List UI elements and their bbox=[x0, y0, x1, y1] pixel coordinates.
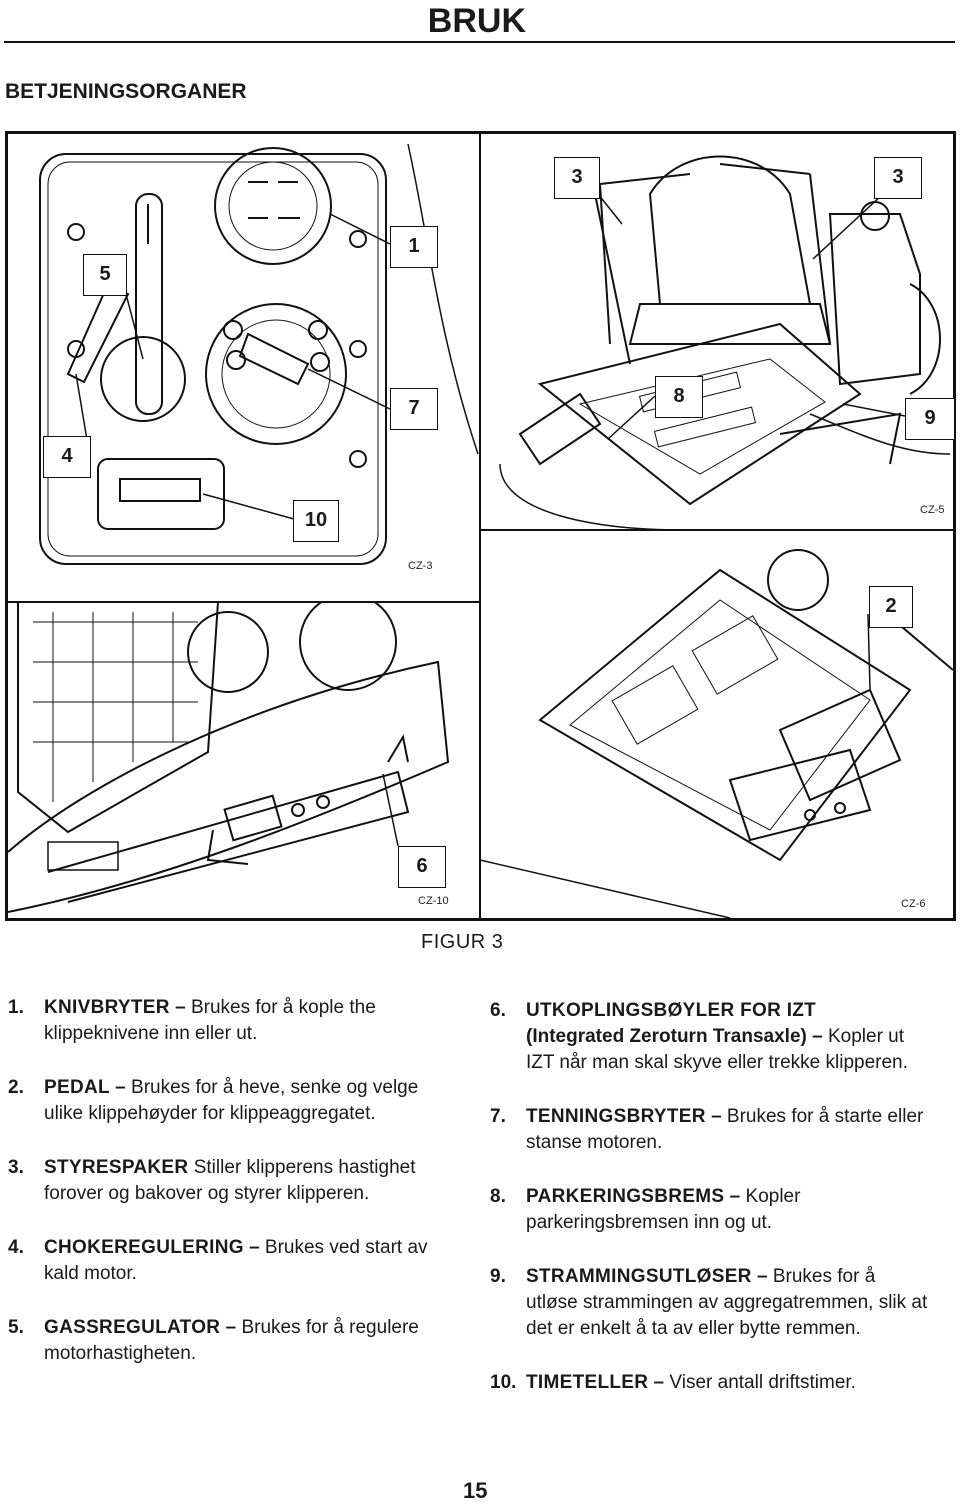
legend-item-number: 10. bbox=[490, 1372, 517, 1393]
legend-item-number: 1. bbox=[8, 997, 24, 1018]
legend-item-number: 9. bbox=[490, 1266, 506, 1287]
callout-leader-lines bbox=[75, 193, 906, 847]
legend-item-desc: Brukes for å regulere motorhastigheten. bbox=[44, 1317, 419, 1364]
header-rule bbox=[4, 41, 955, 43]
legend-item-number: 2. bbox=[8, 1077, 24, 1098]
legend-item-subterm: (Integrated Zeroturn Transaxle) bbox=[526, 1026, 807, 1047]
legend-item-desc: Brukes for å starte eller stanse motoren… bbox=[526, 1106, 924, 1153]
callout-2: 2 bbox=[869, 586, 913, 628]
legend-item-desc: Brukes for å kople the klippeknivene inn… bbox=[44, 997, 376, 1044]
callout-9: 9 bbox=[905, 398, 955, 440]
legend-item-4: 4. CHOKEREGULERING – Brukes ved start av… bbox=[8, 1235, 448, 1287]
panel-code-cz3: CZ-3 bbox=[408, 560, 433, 572]
legend-item-dash: – bbox=[648, 1372, 670, 1393]
legend-column-right: 6. UTKOPLINGSBØYLER FOR IZT (Integrated Z… bbox=[490, 998, 930, 1424]
legend-item-term: CHOKEREGULERING bbox=[44, 1237, 244, 1258]
legend-item-3: 3. STYRESPAKER Stiller klipperens hastig… bbox=[8, 1155, 448, 1207]
legend-item-dash: – bbox=[751, 1266, 773, 1287]
legend-item-number: 3. bbox=[8, 1157, 24, 1178]
legend-item-1: 1. KNIVBRYTER – Brukes for å kople the k… bbox=[8, 995, 448, 1047]
legend-item-8: 8. PARKERINGSBREMS – Kopler parkeringsbr… bbox=[490, 1184, 930, 1236]
legend-item-dash: – bbox=[705, 1106, 727, 1127]
izt-release-illustration bbox=[8, 602, 450, 913]
callout-4: 4 bbox=[43, 436, 91, 478]
legend-item-term: PEDAL bbox=[44, 1077, 110, 1098]
callout-3-left: 3 bbox=[554, 157, 600, 199]
legend-column-left: 1. KNIVBRYTER – Brukes for å kople the k… bbox=[8, 995, 448, 1395]
panel-code-cz10: CZ-10 bbox=[418, 895, 449, 907]
legend-item-number: 4. bbox=[8, 1237, 24, 1258]
callout-7: 7 bbox=[390, 388, 438, 430]
legend-item-number: 6. bbox=[490, 1000, 506, 1021]
legend-item-desc: Brukes for å utløse strammingen av aggre… bbox=[526, 1266, 928, 1339]
legend-item-desc: Viser antall driftstimer. bbox=[669, 1372, 856, 1393]
legend-item-term: UTKOPLINGSBØYLER FOR IZT bbox=[526, 1000, 817, 1021]
legend-item-desc: Stiller klipperens hastighet forover og … bbox=[44, 1157, 416, 1204]
legend-item-term: GASSREGULATOR bbox=[44, 1317, 221, 1338]
legend-item-term: STRAMMINGSUTLØSER bbox=[526, 1266, 752, 1287]
page-number: 15 bbox=[463, 1478, 488, 1503]
legend-item-term: STYRESPAKER bbox=[44, 1157, 189, 1178]
legend-item-term: TENNINGSBRYTER bbox=[526, 1106, 706, 1127]
legend-item-dash: – bbox=[220, 1317, 242, 1338]
legend-item-5: 5. GASSREGULATOR – Brukes for å regulere… bbox=[8, 1315, 448, 1367]
legend-item-desc: Kopler ut IZT når man skal skyve eller t… bbox=[526, 1026, 908, 1073]
legend-item-dash: – bbox=[724, 1186, 746, 1207]
legend-item-term: TIMETELLER bbox=[526, 1372, 649, 1393]
legend-item-dash: – bbox=[243, 1237, 265, 1258]
legend-item-term: PARKERINGSBREMS bbox=[526, 1186, 725, 1207]
figure-dividers bbox=[8, 134, 953, 918]
legend-item-dash: – bbox=[169, 997, 191, 1018]
control-panel-illustration bbox=[39, 143, 479, 565]
legend-item-number: 7. bbox=[490, 1106, 506, 1127]
legend-item-desc: Brukes for å heve, senke og velge ulike … bbox=[44, 1077, 419, 1124]
panel-code-cz6: CZ-6 bbox=[901, 898, 926, 910]
legend-item-term: KNIVBRYTER bbox=[44, 997, 170, 1018]
callout-8: 8 bbox=[655, 376, 703, 418]
callout-5: 5 bbox=[83, 254, 127, 296]
callout-10: 10 bbox=[293, 500, 339, 542]
callout-6: 6 bbox=[398, 846, 446, 888]
legend-item-9: 9. STRAMMINGSUTLØSER – Brukes for å utlø… bbox=[490, 1264, 930, 1342]
legend-item-number: 8. bbox=[490, 1186, 506, 1207]
figure-caption: FIGUR 3 bbox=[421, 931, 504, 953]
page-header-title: BRUK bbox=[427, 2, 526, 40]
legend-item-desc: Brukes ved start av kald motor. bbox=[44, 1237, 428, 1284]
panel-code-cz5: CZ-5 bbox=[920, 504, 945, 516]
legend-item-number: 5. bbox=[8, 1317, 24, 1338]
figure-frame: 5 1 7 4 10 3 3 8 9 2 6 CZ-3 CZ-5 CZ-10 C… bbox=[5, 131, 956, 921]
legend-item-desc: Kopler parkeringsbremsen inn og ut. bbox=[526, 1186, 801, 1233]
section-heading: BETJENINGSORGANER bbox=[5, 80, 247, 103]
legend-item-2: 2. PEDAL – Brukes for å heve, senke og v… bbox=[8, 1075, 448, 1127]
callout-1: 1 bbox=[390, 226, 438, 268]
legend-item-7: 7. TENNINGSBRYTER – Brukes for å starte … bbox=[490, 1104, 930, 1156]
legend-item-10: 10. TIMETELLER – Viser antall driftstime… bbox=[490, 1370, 930, 1396]
callout-3-right: 3 bbox=[874, 157, 922, 199]
legend-item-dash: – bbox=[109, 1077, 132, 1098]
legend-item-6: 6. UTKOPLINGSBØYLER FOR IZT (Integrated Z… bbox=[490, 998, 930, 1076]
legend-item-dash: – bbox=[806, 1026, 828, 1047]
